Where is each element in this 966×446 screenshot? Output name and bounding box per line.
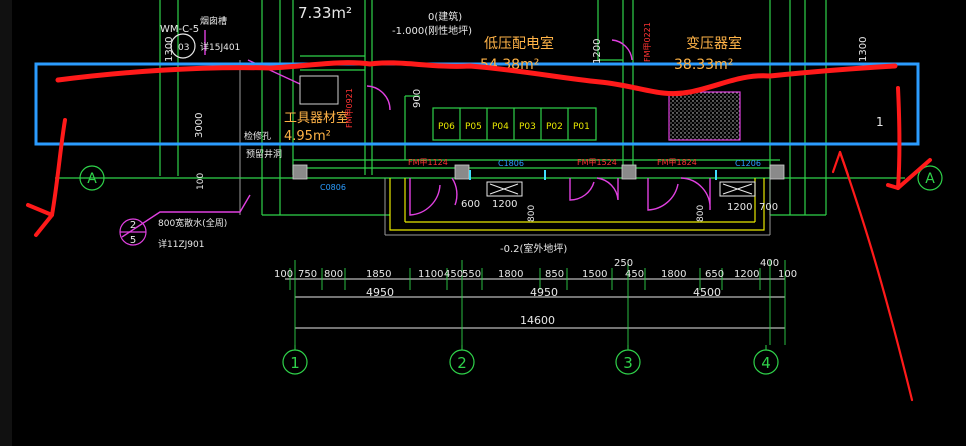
dim-row1: 850: [545, 269, 564, 280]
dim-row1: 100: [274, 269, 293, 280]
panel-label: P05: [465, 122, 482, 132]
dim-row2: 4500: [693, 286, 721, 299]
axis-bubbles: [79, 165, 943, 375]
window-label-c1: C0806: [320, 183, 346, 192]
red-annotations: [26, 60, 932, 402]
dim-400: 400: [760, 258, 779, 269]
dimension-row-1: 100 750 800 1850 1100 450 550 1800 850 1…: [274, 269, 797, 280]
panel-label: P06: [438, 122, 455, 132]
axis-label-a-left: A: [87, 171, 97, 187]
dim-small-600: 600: [461, 199, 480, 210]
dim-row1: 800: [324, 269, 343, 280]
dim-row2: 4950: [366, 286, 394, 299]
transformer-pad: [668, 91, 741, 141]
dim-vertical: 1300: [858, 37, 869, 62]
door-label-fm1: FM甲1124: [408, 158, 448, 167]
door-label-vertical-right: FM甲0221: [643, 22, 652, 62]
dim-row1: 100: [778, 269, 797, 280]
door-label-fm2: FM甲1524: [577, 158, 617, 167]
dim-vertical: 900: [412, 89, 423, 108]
elevation-outdoor: -0.2(室外地坪): [500, 242, 567, 255]
shaft-note: 预留井洞: [246, 148, 282, 160]
transformer-room-area: 38.33m²: [674, 57, 733, 73]
selection-highlight-box: [34, 62, 920, 146]
dim-row1: 1850: [366, 269, 391, 280]
dim-row1: 1100: [418, 269, 443, 280]
dim-row1: 1200: [734, 269, 759, 280]
window-markers: [469, 170, 717, 180]
panel-label: P03: [519, 122, 536, 132]
dim-vertical: 1: [876, 115, 884, 129]
dim-row1: 650: [705, 269, 724, 280]
tool-room-name: 工具器材室: [284, 110, 349, 126]
dim-small-1200a: 1200: [492, 199, 517, 210]
dim-vertical: 1300: [164, 37, 175, 62]
dim-small-700: 700: [759, 202, 778, 213]
axis-label-2: 2: [457, 354, 467, 372]
transformer-room-name: 变压器室: [686, 35, 742, 52]
panel-label: P02: [546, 122, 563, 132]
door-swings: [121, 30, 711, 238]
dim-row2: 4950: [530, 286, 558, 299]
dimension-extension-lines: [289, 260, 786, 345]
panel-labels: P06 P05 P04 P03 P02 P01: [438, 122, 590, 132]
dim-vertical: 800: [527, 205, 537, 222]
detail-number: 2: [130, 220, 136, 231]
elevation-minus-one: -1.000(刚性地坪): [392, 24, 472, 37]
dim-vertical: 3000: [194, 113, 205, 138]
dim-total: 14600: [520, 314, 555, 327]
axis-lines: [108, 60, 890, 236]
equipment-boxes: [299, 75, 756, 197]
door-label-fm3: FM甲1824: [657, 158, 697, 167]
wm-reference: 详15J401: [200, 41, 240, 53]
dimension-lines: [285, 278, 785, 329]
column-blocks: [292, 164, 785, 180]
vertical-dimensions: 1300 3000 100 900 1200 1300 1 800 800: [164, 37, 884, 222]
dim-small-1200b: 1200: [727, 202, 752, 213]
dim-vertical: 100: [196, 173, 206, 190]
detail-reference: 详11ZJ901: [158, 238, 204, 250]
outdoor-apron: [389, 178, 765, 231]
dim-row1: 1800: [661, 269, 686, 280]
wm-code: WM-C-5: [160, 24, 199, 35]
dim-vertical: 800: [696, 205, 706, 222]
dim-row1: 750: [298, 269, 317, 280]
detail-denominator: 5: [130, 235, 136, 246]
window-label-c3: C1206: [735, 159, 761, 168]
axis-label-3: 3: [623, 354, 633, 372]
wm-sub: 03: [178, 43, 189, 53]
tool-room-area: 4.95m²: [284, 129, 331, 144]
door-label-vertical-left: FM甲0921: [345, 88, 354, 128]
room-area-top: 7.33m²: [298, 4, 352, 22]
chimney-note: 烟囱槽: [200, 15, 227, 27]
axis-label-a-right: A: [925, 171, 935, 187]
dim-row1: 1500: [582, 269, 607, 280]
axis-label-4: 4: [761, 354, 771, 372]
dim-vertical: 1200: [592, 39, 603, 64]
axis-stems: [294, 345, 767, 350]
low-voltage-room-name: 低压配电室: [484, 35, 554, 52]
panel-label: P04: [492, 122, 509, 132]
inspection-note: 检修孔: [244, 130, 271, 142]
elevation-zero: 0(建筑): [428, 10, 462, 23]
dim-row1: 450: [444, 269, 463, 280]
detail-callout: [119, 33, 196, 246]
left-sidebar-strip: [0, 0, 12, 446]
drain-note: 800宽散水(全周): [158, 217, 227, 229]
dim-250: 250: [614, 258, 633, 269]
dim-row1: 1800: [498, 269, 523, 280]
window-label-c2: C1806: [498, 159, 524, 168]
axis-label-1: 1: [290, 354, 300, 372]
panel-label: P01: [573, 122, 590, 132]
dim-row1: 450: [625, 269, 644, 280]
dim-row1: 550: [462, 269, 481, 280]
